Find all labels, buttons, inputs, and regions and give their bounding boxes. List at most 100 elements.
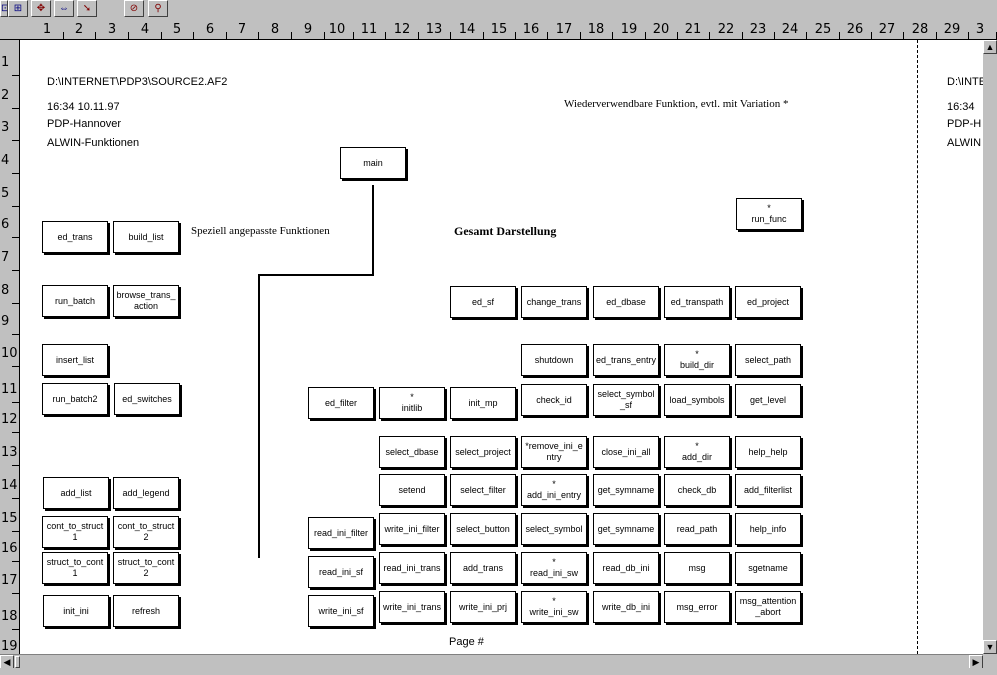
- function-box-label: select_symbol: [525, 524, 582, 535]
- tool-button-2[interactable]: ⊞: [8, 0, 28, 17]
- function-box-label-line: _abort: [755, 607, 781, 617]
- function-box-sgetname[interactable]: sgetname: [735, 552, 801, 584]
- scroll-thumb[interactable]: [15, 656, 20, 668]
- tool-button-5[interactable]: ➘: [77, 0, 97, 17]
- function-box-write-ini-trans[interactable]: write_ini_trans: [379, 591, 445, 623]
- function-box-select-filter[interactable]: select_filter: [450, 474, 516, 506]
- ruler-column-label: 3: [107, 22, 117, 37]
- tool-button-4[interactable]: ⇔: [54, 0, 74, 17]
- function-box-select-symbol-sf[interactable]: select_symbol_sf: [593, 384, 659, 416]
- horizontal-scrollbar[interactable]: ◀ ▶: [0, 654, 983, 669]
- function-box-select-path[interactable]: select_path: [735, 344, 801, 376]
- function-box-select-button[interactable]: select_button: [450, 513, 516, 545]
- tool-button-7[interactable]: ⚲: [148, 0, 168, 17]
- ruler-row-label: 16: [1, 541, 18, 556]
- function-box-browse-trans-action[interactable]: browse_trans_action: [113, 285, 179, 317]
- ruler-column-label: 18: [587, 22, 605, 37]
- function-box-run-batch2[interactable]: run_batch2: [42, 383, 108, 415]
- function-box-get-symname1[interactable]: get_symname: [593, 474, 659, 506]
- function-box-add-list[interactable]: add_list: [43, 477, 109, 509]
- function-box-initlib[interactable]: *initlib: [379, 387, 445, 419]
- function-box-write-ini-sf[interactable]: write_ini_sf: [308, 595, 374, 627]
- function-box-insert-list[interactable]: insert_list: [42, 344, 108, 376]
- function-box-write-ini-prj[interactable]: write_ini_prj: [450, 591, 516, 623]
- ruler-tick: [645, 32, 646, 39]
- function-box-label-line: check_db: [677, 484, 717, 495]
- diagram-page: D:\INTERNET\PDP3\SOURCE2.AF2 16:34 10.11…: [20, 40, 983, 654]
- function-box-add-dir[interactable]: *add_dir: [664, 436, 730, 468]
- function-box-add-legend[interactable]: add_legend: [113, 477, 179, 509]
- function-box-check-db[interactable]: check_db: [664, 474, 730, 506]
- function-box-read-ini-sf[interactable]: read_ini_sf: [308, 556, 374, 588]
- function-box-init-ini[interactable]: init_ini: [43, 595, 109, 627]
- function-box-label: select_filter: [460, 485, 506, 496]
- function-box-ed-switches[interactable]: ed_switches: [114, 383, 180, 415]
- function-box-ed-trans[interactable]: ed_trans: [42, 221, 108, 253]
- ruler-column-label: 16: [522, 22, 540, 37]
- function-box-init-mp[interactable]: init_mp: [450, 387, 516, 419]
- function-box-read-path[interactable]: read_path: [664, 513, 730, 545]
- function-box-refresh[interactable]: refresh: [113, 595, 179, 627]
- function-box-check-id[interactable]: check_id: [521, 384, 587, 416]
- function-box-write-ini-filter[interactable]: write_ini_filter: [379, 513, 445, 545]
- function-box-run-func[interactable]: *run_func: [736, 198, 802, 230]
- page-footer: Page #: [449, 636, 484, 648]
- function-box-help-info[interactable]: help_info: [735, 513, 801, 545]
- function-box-build-dir[interactable]: *build_dir: [664, 344, 730, 376]
- ruler-column-label: 7: [237, 22, 247, 37]
- function-box-label-line: _sf: [619, 400, 632, 410]
- function-box-build-list[interactable]: build_list: [113, 221, 179, 253]
- scroll-right-button[interactable]: ▶: [969, 655, 983, 669]
- function-box-label: select_path: [745, 355, 791, 366]
- function-box-read-ini-trans[interactable]: read_ini_trans: [379, 552, 445, 584]
- function-box-help-help[interactable]: help_help: [735, 436, 801, 468]
- ruler-tick: [12, 173, 19, 174]
- function-box-msg-error[interactable]: msg_error: [664, 591, 730, 623]
- function-box-label: ed_dbase: [606, 297, 646, 308]
- function-box-ed-project[interactable]: ed_project: [735, 286, 801, 318]
- function-box-select-dbase[interactable]: select_dbase: [379, 436, 445, 468]
- function-box-ed-trans-entry[interactable]: ed_trans_entry: [593, 344, 659, 376]
- function-box-add-ini-entry[interactable]: *add_ini_entry: [521, 474, 587, 506]
- function-box-shutdown[interactable]: shutdown: [521, 344, 587, 376]
- function-box-get-symname2[interactable]: get_symname: [593, 513, 659, 545]
- function-box-setend[interactable]: setend: [379, 474, 445, 506]
- function-box-ed-transpath[interactable]: ed_transpath: [664, 286, 730, 318]
- function-box-label-line: select_symbol: [525, 523, 583, 534]
- function-box-label: *initlib: [402, 392, 423, 414]
- scroll-down-button[interactable]: ▼: [983, 640, 997, 654]
- vertical-scrollbar[interactable]: ▲ ▼: [983, 40, 997, 654]
- function-box-read-ini-filter[interactable]: read_ini_filter: [308, 517, 374, 549]
- function-box-add-filterlist[interactable]: add_filterlist: [735, 474, 801, 506]
- scroll-left-button[interactable]: ◀: [0, 655, 14, 669]
- function-box-load-symbols[interactable]: load_symbols: [664, 384, 730, 416]
- function-box-msg[interactable]: msg: [664, 552, 730, 584]
- function-box-write-db-ini[interactable]: write_db_ini: [593, 591, 659, 623]
- function-box-run-batch[interactable]: run_batch: [42, 285, 108, 317]
- function-box-close-ini-all[interactable]: close_ini_all: [593, 436, 659, 468]
- function-box-select-symbol[interactable]: select_symbol: [521, 513, 587, 545]
- function-box-read-db-ini[interactable]: read_db_ini: [593, 552, 659, 584]
- function-box-select-project[interactable]: select_project: [450, 436, 516, 468]
- tool-button-6[interactable]: ⊘: [124, 0, 144, 17]
- function-box-ed-filter[interactable]: ed_filter: [308, 387, 374, 419]
- tool-button-1[interactable]: ⊡: [0, 0, 8, 17]
- scroll-up-button[interactable]: ▲: [983, 40, 997, 54]
- function-box-label-line: write_ini_sw: [529, 607, 579, 617]
- function-box-msg-attention-abort[interactable]: msg_attention_abort: [735, 591, 801, 623]
- function-box-ed-dbase[interactable]: ed_dbase: [593, 286, 659, 318]
- function-box-add-trans[interactable]: add_trans: [450, 552, 516, 584]
- tool-button-3[interactable]: ✥: [31, 0, 51, 17]
- function-box-read-ini-sw[interactable]: *read_ini_sw: [521, 552, 587, 584]
- function-box-write-ini-sw[interactable]: *write_ini_sw: [521, 591, 587, 623]
- function-box-main[interactable]: main: [340, 147, 406, 179]
- function-box-ed-sf[interactable]: ed_sf: [450, 286, 516, 318]
- function-box-get-level[interactable]: get_level: [735, 384, 801, 416]
- function-box-change-trans[interactable]: change_trans: [521, 286, 587, 318]
